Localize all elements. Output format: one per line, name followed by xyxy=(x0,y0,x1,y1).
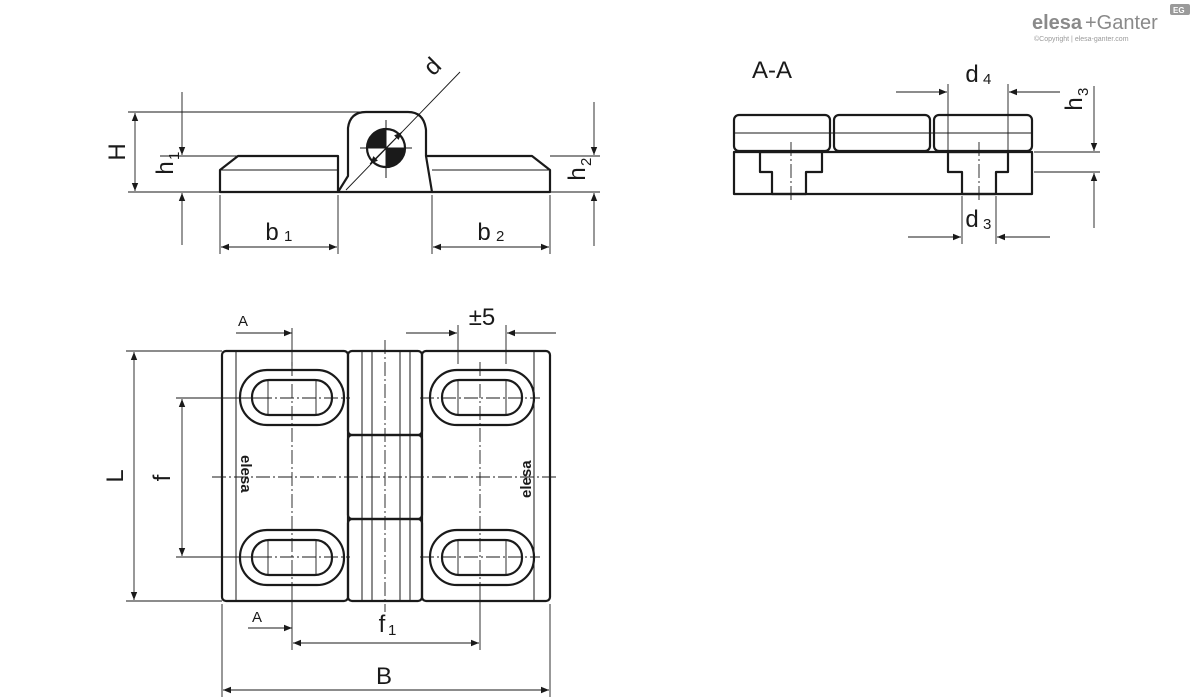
dim-d3-sub: 3 xyxy=(983,216,991,233)
brand-logo: elesa +Ganter EG ©Copyright | elesa-gant… xyxy=(1032,4,1190,43)
dim-h3: h xyxy=(1061,97,1088,110)
part-logo-right: elesa xyxy=(518,460,535,498)
dim-b2: b xyxy=(477,219,490,246)
slot-bottom-right xyxy=(428,528,536,587)
dim-d: d xyxy=(418,52,447,81)
section-body xyxy=(732,150,1034,196)
dim-b2-sub: 2 xyxy=(496,228,504,245)
brand-badge xyxy=(1170,4,1190,15)
dim-h1-sub: 1 xyxy=(166,152,183,160)
section-label: A-A xyxy=(752,57,792,84)
dim-h1: h xyxy=(152,161,179,174)
dim-h3-sub: 3 xyxy=(1075,88,1092,96)
dim-f1-sub: 1 xyxy=(388,622,396,639)
dim-d4: d xyxy=(965,61,978,88)
dim-b1: b xyxy=(265,219,278,246)
dim-H: H xyxy=(104,143,131,160)
dim-d3: d xyxy=(965,206,978,233)
cut-marker-bottom: A xyxy=(252,609,262,626)
dim-h2-sub: 2 xyxy=(578,158,595,166)
cut-marker-top: A xyxy=(238,313,248,330)
dim-B: B xyxy=(376,663,392,690)
brand-copyright: ©Copyright | elesa-ganter.com xyxy=(1034,35,1129,43)
brand-name-elesa: elesa xyxy=(1032,12,1083,34)
counterbore-left xyxy=(758,150,824,196)
dim-f: f xyxy=(149,474,176,481)
counterbore-right xyxy=(946,150,1010,196)
tolerance-label: ±5 xyxy=(469,304,496,331)
dim-d4-sub: 4 xyxy=(983,71,991,88)
side-knuckle xyxy=(336,110,434,194)
side-right-leaf xyxy=(426,154,552,194)
dim-L: L xyxy=(102,469,129,482)
dim-b1-sub: 1 xyxy=(284,228,292,245)
top-view: elesa elesa A A ±5 L f f 1 B xyxy=(102,304,558,697)
brand-badge-text: EG xyxy=(1173,6,1185,15)
side-left-leaf xyxy=(218,154,340,194)
side-view: H h 1 h 2 d b 1 b 2 xyxy=(104,52,600,254)
dim-h2: h xyxy=(564,167,591,180)
part-logo-left: elesa xyxy=(237,455,254,493)
slot-top-right xyxy=(428,368,536,427)
dim-f1: f xyxy=(379,611,386,638)
section-view: A-A d 4 d 3 h 3 xyxy=(732,57,1100,244)
brand-name-ganter: +Ganter xyxy=(1085,12,1158,34)
